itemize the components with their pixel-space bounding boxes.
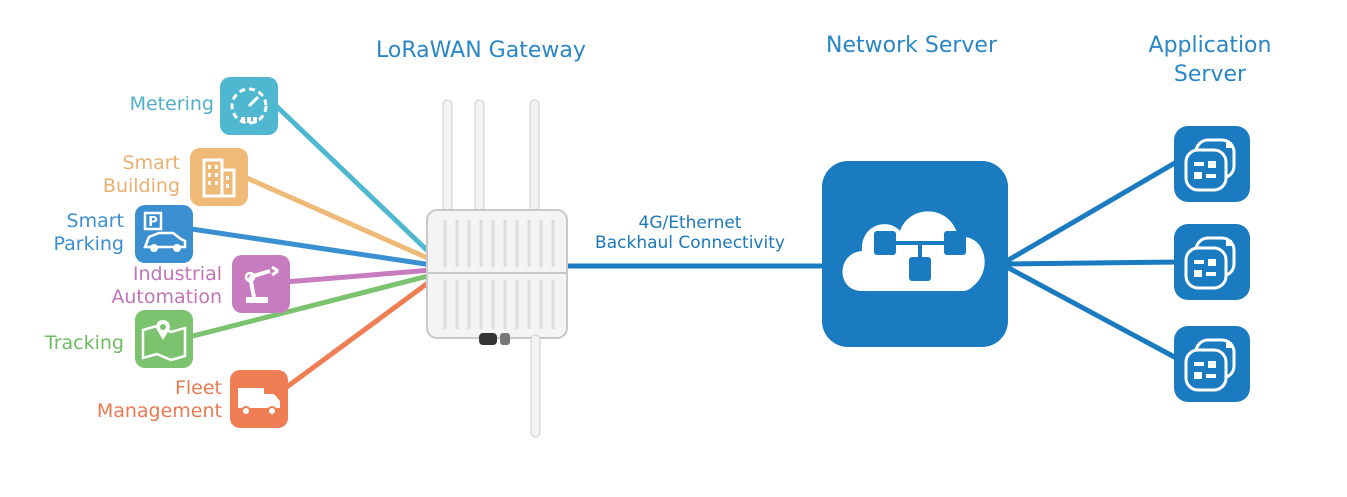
backhaul-label-line2: Backhaul Connectivity (595, 233, 785, 253)
metering-link (268, 98, 434, 257)
smart-building-label: Smart Building (80, 152, 180, 198)
map-pin-icon (135, 310, 193, 368)
fleet-management-label: Fleet Management (90, 377, 222, 423)
parking-car-icon: P (135, 205, 193, 263)
fleet-management-label-line2: Management (96, 400, 222, 422)
app-server-icon-1 (1174, 126, 1250, 202)
industrial-automation-label: Industrial Automation (100, 263, 222, 309)
metering-label: Metering (110, 93, 214, 116)
smart-building-label-line1: Smart (122, 152, 180, 174)
application-server-heading-line2: Server (1173, 62, 1247, 87)
truck-icon (230, 370, 288, 428)
tracking-label: Tracking (30, 332, 124, 355)
smart-parking-label: Smart Parking (40, 210, 124, 256)
backhaul-label-line1: 4G/Ethernet (638, 213, 742, 233)
app-server-icon-3 (1174, 326, 1250, 402)
lorawan-gateway-device-icon (426, 99, 568, 438)
application-server-heading: Application Server (1140, 31, 1280, 89)
industrial-automation-label-line2: Automation (111, 286, 222, 308)
industrial-automation-label-line1: Industrial (132, 263, 222, 285)
cloud-network-icon (822, 161, 1008, 347)
industrial-automation-link (284, 267, 433, 285)
tracking-link (184, 272, 433, 341)
smart-building-label-line2: Building (102, 175, 180, 197)
smart-parking-label-line1: Smart (66, 210, 124, 232)
building-icon (190, 148, 248, 206)
backhaul-label: 4G/Ethernet Backhaul Connectivity (590, 213, 790, 253)
gateway-heading: LoRaWAN Gateway (376, 38, 586, 63)
fleet-management-link (278, 277, 434, 395)
app-server-link-1 (1003, 157, 1182, 265)
fleet-management-label-line1: Fleet (174, 377, 222, 399)
svg-text:P: P (148, 215, 158, 230)
tracking-label-line1: Tracking (44, 332, 124, 354)
app-server-link-2 (1004, 259, 1181, 267)
app-server-icon-2 (1174, 224, 1250, 300)
smart-building-link (238, 172, 434, 263)
meter-gauge-icon (220, 77, 278, 135)
metering-label-line1: Metering (129, 93, 214, 115)
smart-parking-link (184, 225, 433, 268)
app-server-link-3 (1003, 263, 1182, 363)
smart-parking-label-line2: Parking (53, 233, 124, 255)
application-server-heading-line1: Application (1148, 33, 1272, 58)
robot-arm-icon (232, 255, 290, 313)
network-server-heading: Network Server (826, 33, 997, 58)
